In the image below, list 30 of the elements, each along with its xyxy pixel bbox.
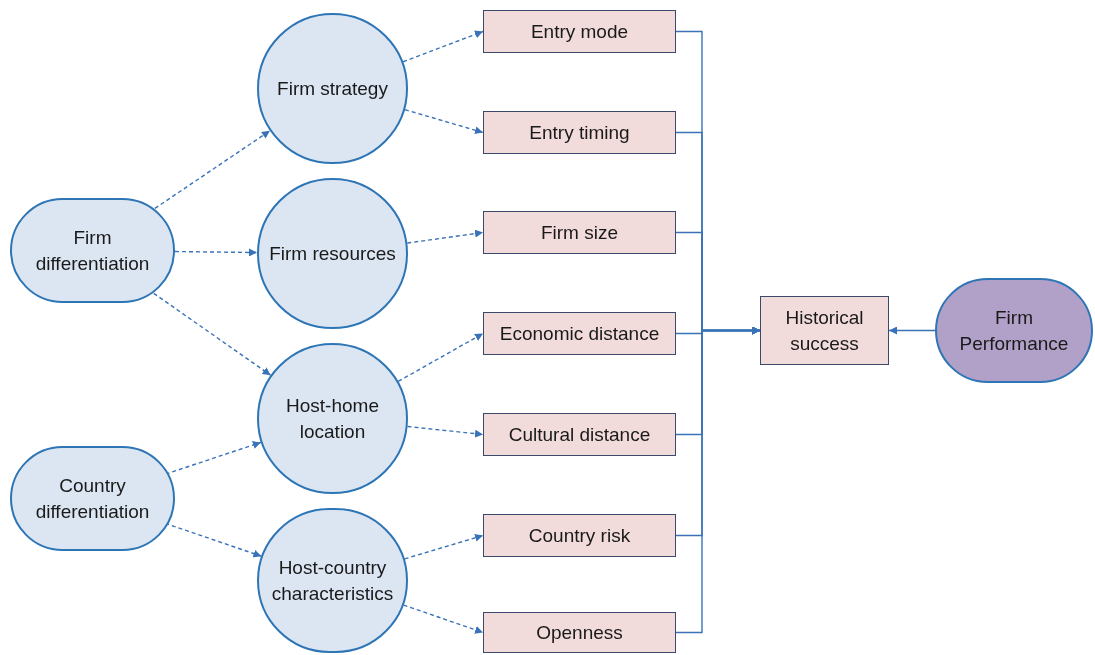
node-label: Firm differentiation	[34, 225, 151, 276]
arrow	[404, 109, 484, 135]
node-label: Country risk	[527, 523, 632, 548]
node-label: Cultural distance	[507, 422, 652, 447]
process-box	[483, 413, 676, 456]
process-box	[483, 514, 676, 557]
arrow	[403, 533, 484, 560]
process-box	[760, 296, 889, 365]
node-label: Openness	[535, 620, 624, 645]
arrow	[174, 248, 258, 257]
arrow	[397, 332, 484, 383]
node-label: Host-country characteristics	[270, 555, 395, 606]
node-label: Historical success	[784, 305, 865, 356]
process-box	[483, 111, 676, 154]
process-box	[483, 312, 676, 355]
arrow	[402, 604, 484, 634]
process-box	[483, 211, 676, 254]
node-label: Firm Performance	[958, 305, 1070, 356]
node-label: Firm strategy	[276, 76, 389, 101]
process-box	[483, 612, 676, 653]
node-label: Country differentiation	[34, 473, 151, 524]
arrow	[402, 30, 484, 63]
node-label: Entry mode	[529, 19, 630, 44]
process-box	[483, 10, 676, 53]
node-label: Entry timing	[528, 120, 631, 145]
node-label: Economic distance	[498, 321, 661, 346]
node-label: Firm size	[539, 220, 620, 245]
node-label: Firm resources	[268, 241, 397, 266]
node-label: Host-home location	[285, 393, 380, 444]
arrow	[888, 326, 936, 335]
